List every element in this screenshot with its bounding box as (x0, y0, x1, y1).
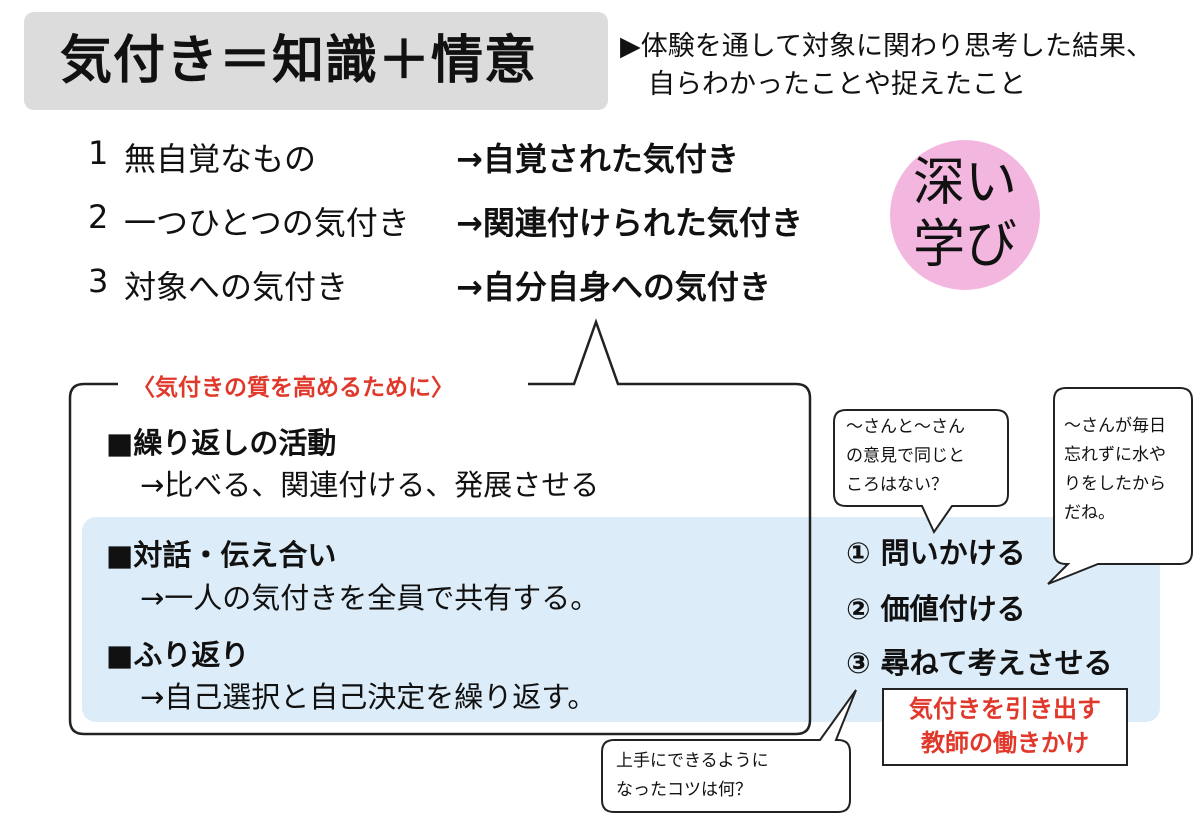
description-line-2: 自らわかったことや捉えたこと (648, 69, 1026, 100)
item-2-head: ■対話・伝え合い (106, 538, 337, 572)
row-1-right: →自覚された気付き (456, 140, 739, 178)
deep-learning-line-2: 学び (912, 215, 1017, 275)
teacher-action-line-1: 気付きを引き出す (909, 695, 1101, 723)
row-3-right: →自分自身への気付き (456, 268, 771, 306)
teacher-action-box (882, 688, 1128, 766)
deep-learning-line-1: 深い (912, 153, 1017, 213)
question-bubble-text: 〜さんと〜さん の意見で同じと ころはない？ (846, 417, 965, 495)
row-3-left: 対象への気付き (124, 268, 349, 306)
praise-bubble-shape (1047, 387, 1193, 585)
step-2: ② 価値付ける (846, 592, 1026, 626)
reflection-bubble-shape (601, 689, 857, 813)
row-2-left: 一つひとつの気付き (124, 204, 410, 242)
title-box (24, 12, 608, 110)
deep-learning-circle (890, 140, 1040, 290)
row-1-number: 1 (88, 134, 109, 172)
step-3: ③ 尋ねて考えさせる (846, 646, 1113, 680)
dialogue-band (82, 517, 1160, 722)
reflection-bubble-text: 上手にできるように なったコツは何？ (616, 751, 769, 800)
section-callout-frame (68, 318, 812, 736)
item-3-head: ■ふり返り (106, 638, 250, 672)
item-1-head: ■繰り返しの活動 (106, 426, 337, 460)
step-1: ① 問いかける (846, 536, 1026, 570)
item-2-sub: →一人の気付きを全員で共有する。 (140, 581, 600, 615)
praise-bubble-text: 〜さんが毎日 忘れずに水や りをしたから だね。 (1064, 416, 1166, 523)
item-3-sub: →自己選択と自己決定を繰り返す。 (140, 680, 597, 714)
item-1-sub: →比べる、関連付ける、発展させる (140, 468, 600, 502)
row-3-number: 3 (88, 262, 109, 300)
teacher-action-label: 気付きを引き出す 教師の働きかけ (882, 692, 1128, 760)
main-title: 気付き＝知識＋情意 (60, 31, 538, 91)
teacher-action-line-2: 教師の働きかけ (921, 729, 1089, 757)
question-bubble-shape (833, 409, 1009, 535)
row-2-number: 2 (88, 198, 109, 236)
row-2-right: →関連付けられた気付き (456, 204, 803, 242)
deep-learning-label: 深い 学び (890, 152, 1040, 276)
section-title: 〈気付きの質を高めるために〉 (124, 368, 462, 402)
description-line-1: ▶体験を通して対象に関わり思考した結果、 (620, 31, 1153, 62)
row-1-left: 無自覚なもの (124, 140, 317, 178)
